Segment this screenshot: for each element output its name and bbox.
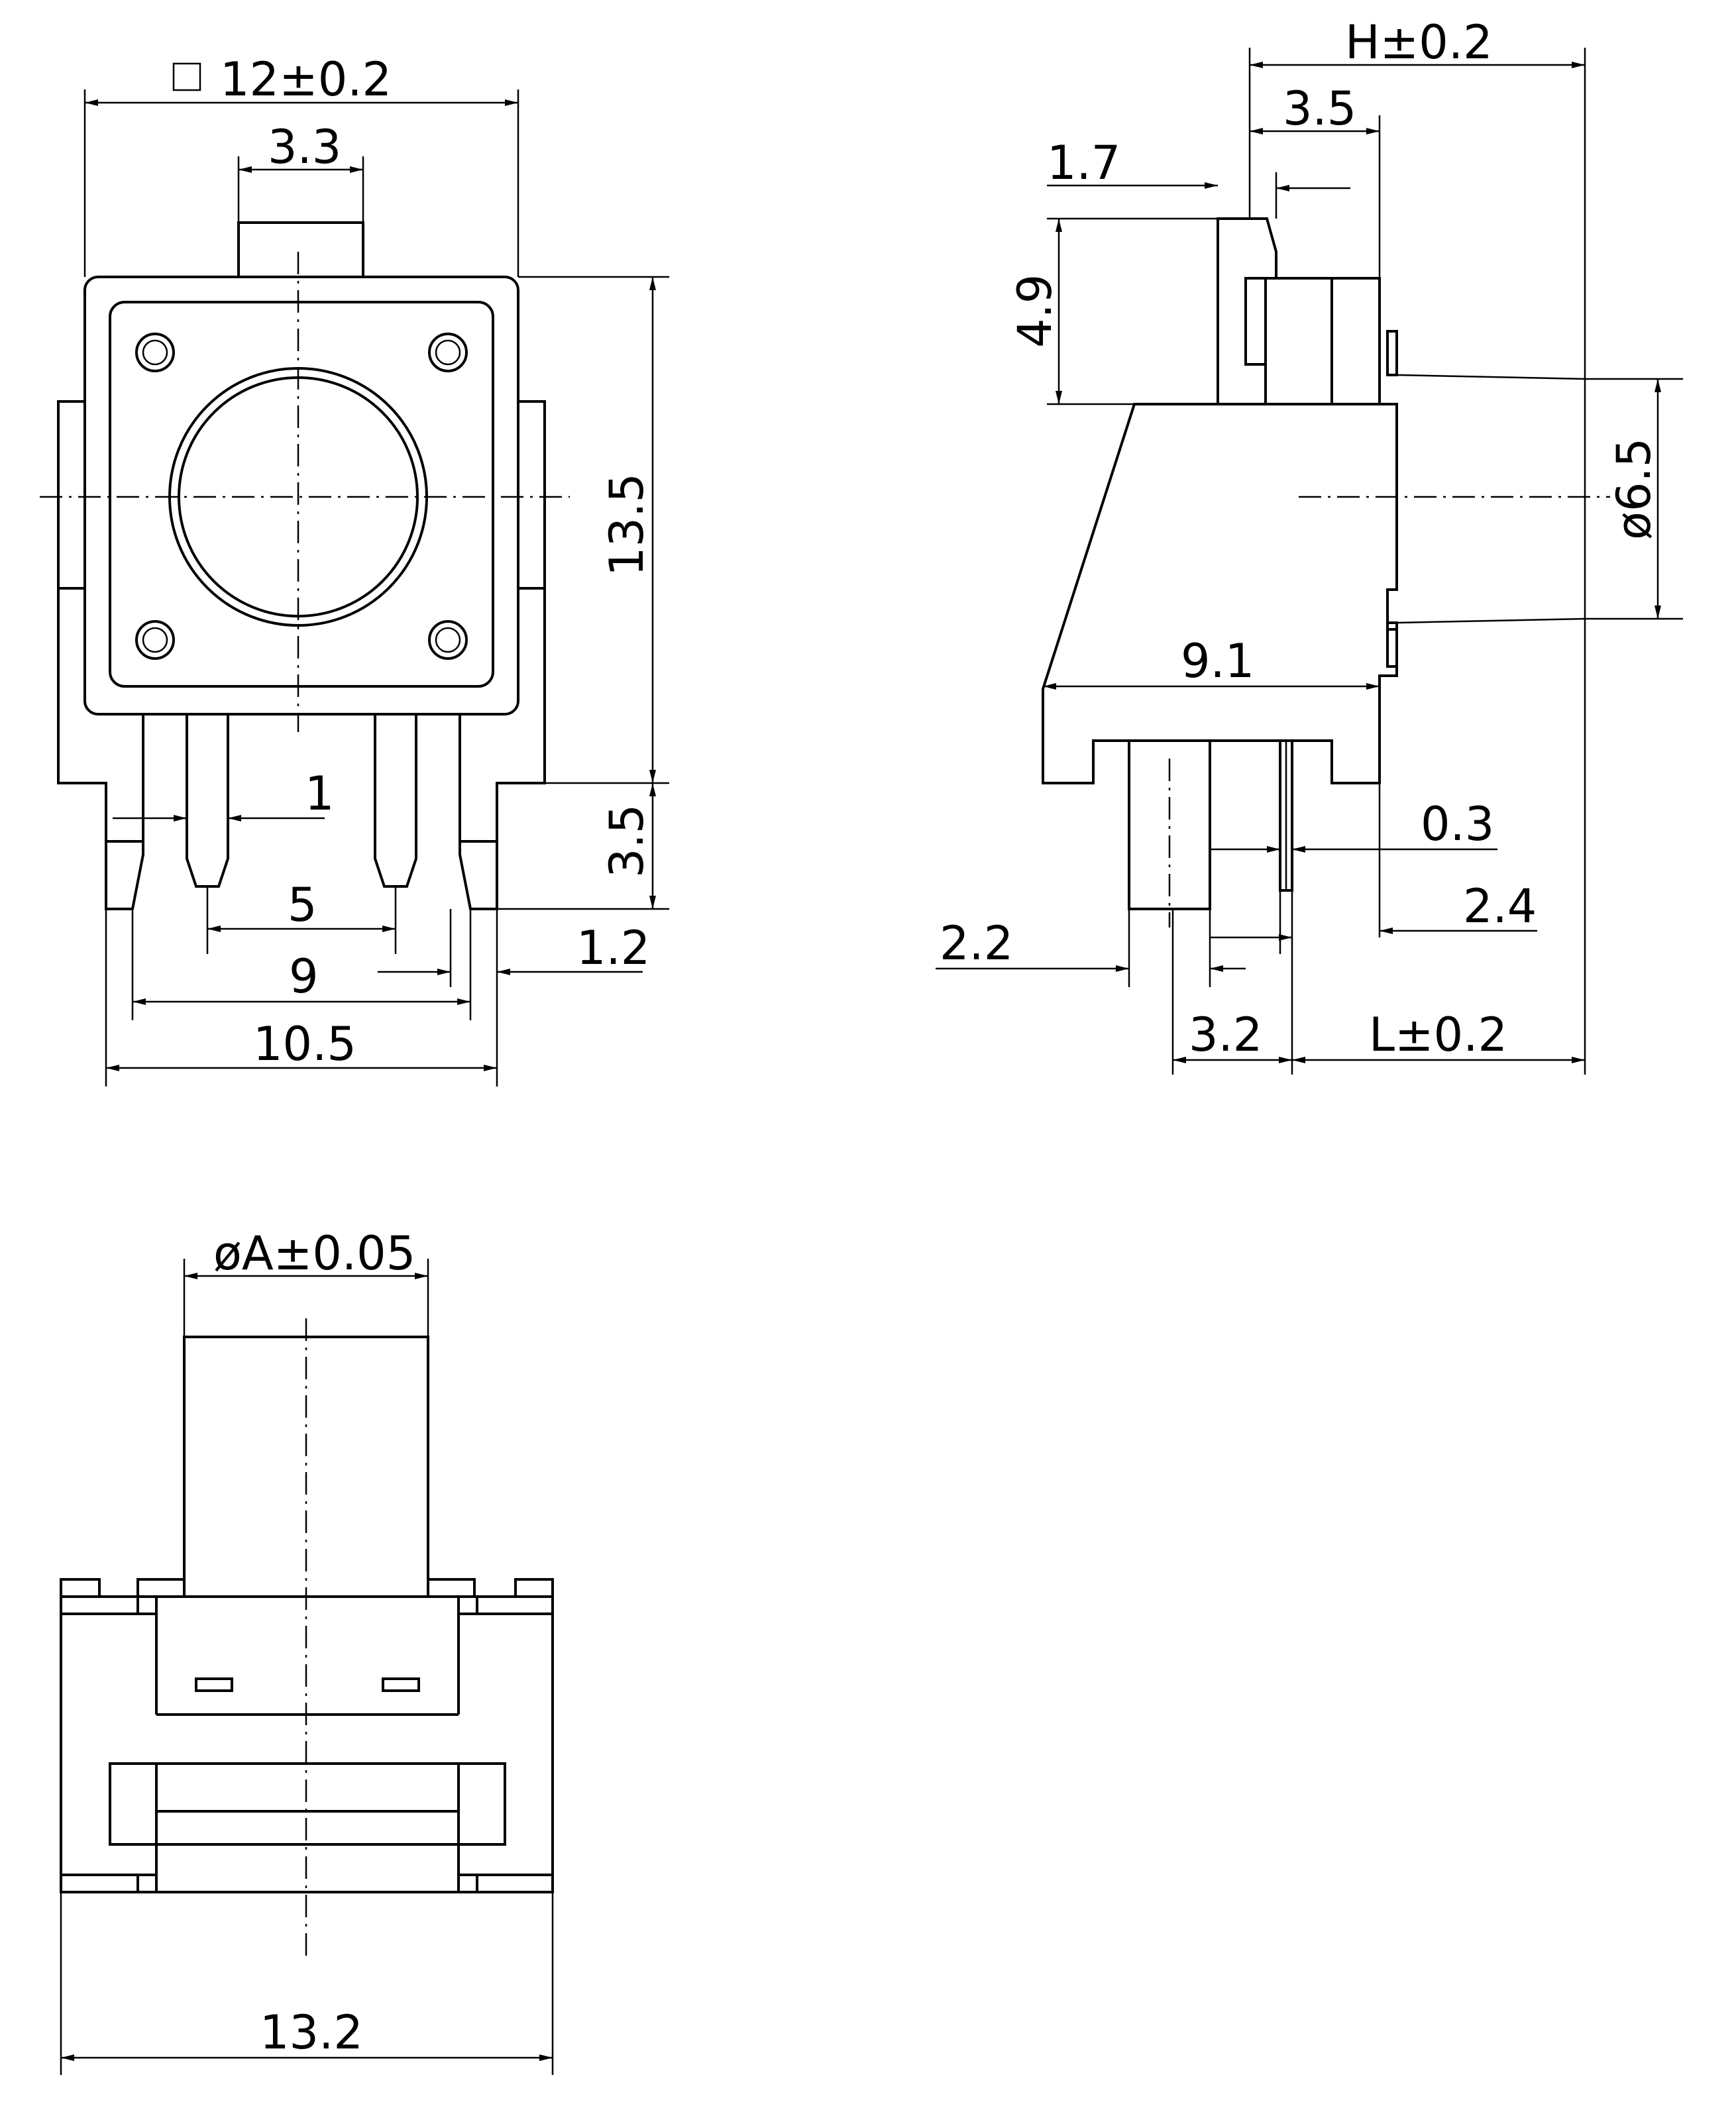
front-view: 12±0.2 3.3 13.5 3.5 1 5 1.2 9 10.5 — [40, 52, 669, 1086]
square-symbol — [172, 62, 201, 91]
dim-diameter-label: ø6.5 — [1607, 438, 1661, 540]
inner-frame — [109, 301, 494, 688]
dim-lead-thk-label: 0.3 — [1421, 797, 1494, 851]
dim-actuator-label: 3.3 — [268, 120, 341, 174]
stem-notch — [1244, 277, 1267, 366]
side-view: H±0.2 3.5 1.7 4.9 ø6.5 9.1 0.3 2.4 2.2 3… — [936, 15, 1683, 1075]
right-rail — [457, 1762, 506, 1846]
dim-width-label: 12±0.2 — [220, 52, 392, 107]
dim-cap-dia-label: øA±0.05 — [213, 1226, 415, 1281]
dim-pin-pitch-inner-label: 5 — [288, 878, 317, 932]
bottom-view: øA±0.05 13.2 — [60, 1226, 554, 2075]
dim-height-label: 13.5 — [600, 473, 654, 576]
dim-lead-gap-label: 2.4 — [1463, 879, 1537, 933]
side-body — [1042, 403, 1398, 784]
actuator-tab — [237, 221, 364, 278]
dim-height-49-label: 4.9 — [1008, 274, 1062, 348]
actuator-block — [1264, 277, 1381, 405]
dim-pin-width-label: 1 — [305, 767, 335, 821]
left-inner-pin — [186, 714, 229, 888]
left-side-tab — [57, 400, 86, 590]
left-rail — [109, 1762, 158, 1846]
dim-pin-height-label: 3.5 — [600, 804, 654, 878]
right-side-tab — [517, 400, 546, 590]
dim-offset-label: 1.7 — [1047, 136, 1120, 190]
dim-base-label: 9.1 — [1181, 634, 1254, 688]
dim-total-h-label: H±0.2 — [1345, 15, 1493, 70]
dim-length-label: L±0.2 — [1369, 1008, 1507, 1062]
left-outer-pin — [105, 783, 144, 910]
dim-pin-pitch-outer-label: 10.5 — [253, 1017, 356, 1071]
right-outer-pin — [459, 783, 498, 910]
right-inner-pin — [374, 714, 417, 888]
upper-tab — [1386, 330, 1398, 376]
dim-depth-label: 3.5 — [1283, 81, 1356, 136]
stem — [1217, 217, 1277, 404]
dim-bottom-width-label: 13.2 — [260, 2005, 363, 2060]
dim-side-pin-label: 1.2 — [576, 921, 650, 975]
lower-tab — [1386, 621, 1398, 668]
dim-pin-dist-label: 3.2 — [1189, 1008, 1262, 1062]
dim-pin-pitch-mid-label: 9 — [289, 949, 319, 1004]
dim-front-gap-label: 2.2 — [940, 916, 1013, 971]
corner-holes — [135, 333, 468, 660]
